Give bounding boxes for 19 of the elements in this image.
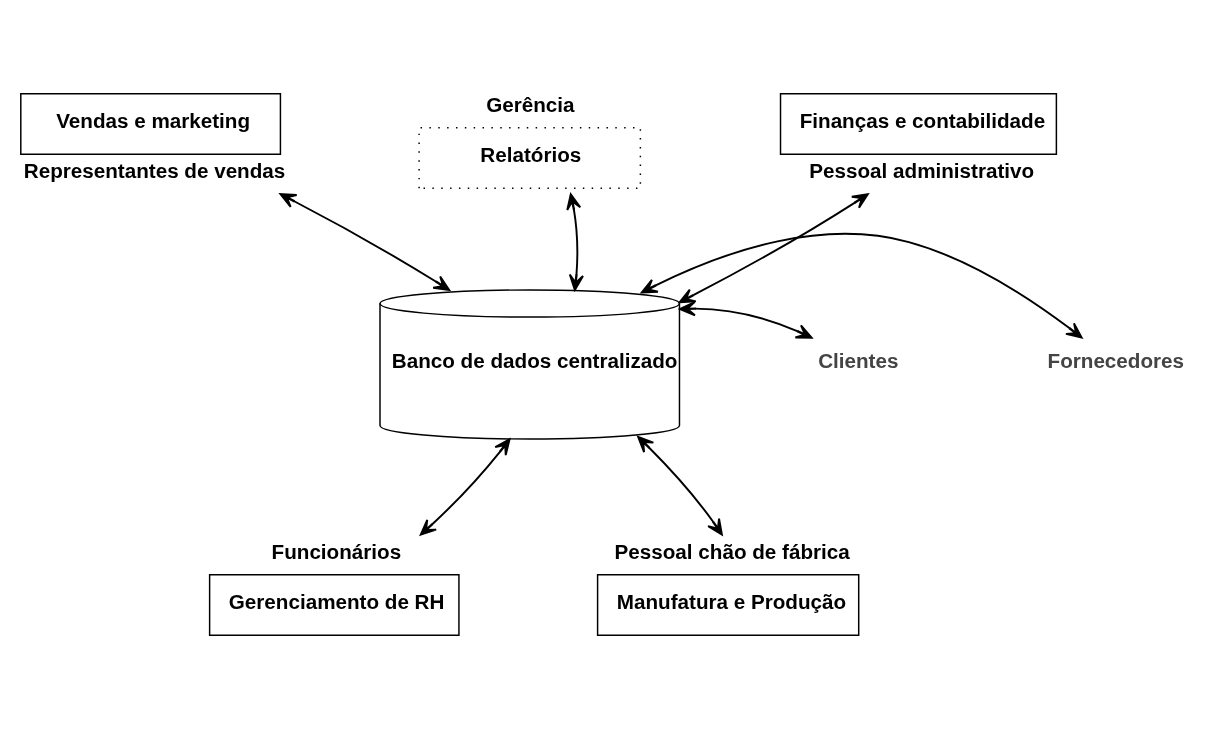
node-box: Finanças e contabilidade: [779, 93, 1058, 155]
node-label: Funcionários: [271, 539, 402, 563]
node-label: Representantes de vendas: [23, 159, 286, 183]
arrow: [419, 438, 511, 536]
arrow: [640, 232, 1083, 339]
arrow: [279, 193, 451, 291]
node-text: Fornecedores: [1047, 349, 1185, 373]
node-label: Pessoal chão de fábrica: [614, 539, 850, 563]
node-label: Pessoal administrativo: [809, 159, 1035, 183]
node-label: Gerência: [486, 92, 575, 116]
arrow: [678, 193, 869, 304]
node-box: Relatórios: [418, 127, 642, 189]
arrow: [679, 301, 813, 339]
node-box: Manufatura e Produção: [596, 574, 860, 636]
node-text: Clientes: [818, 349, 899, 373]
arrow: [566, 193, 584, 291]
node-box: Gerenciamento de RH: [208, 574, 460, 636]
arrow: [637, 436, 723, 536]
node-box: Vendas e marketing: [20, 93, 282, 155]
